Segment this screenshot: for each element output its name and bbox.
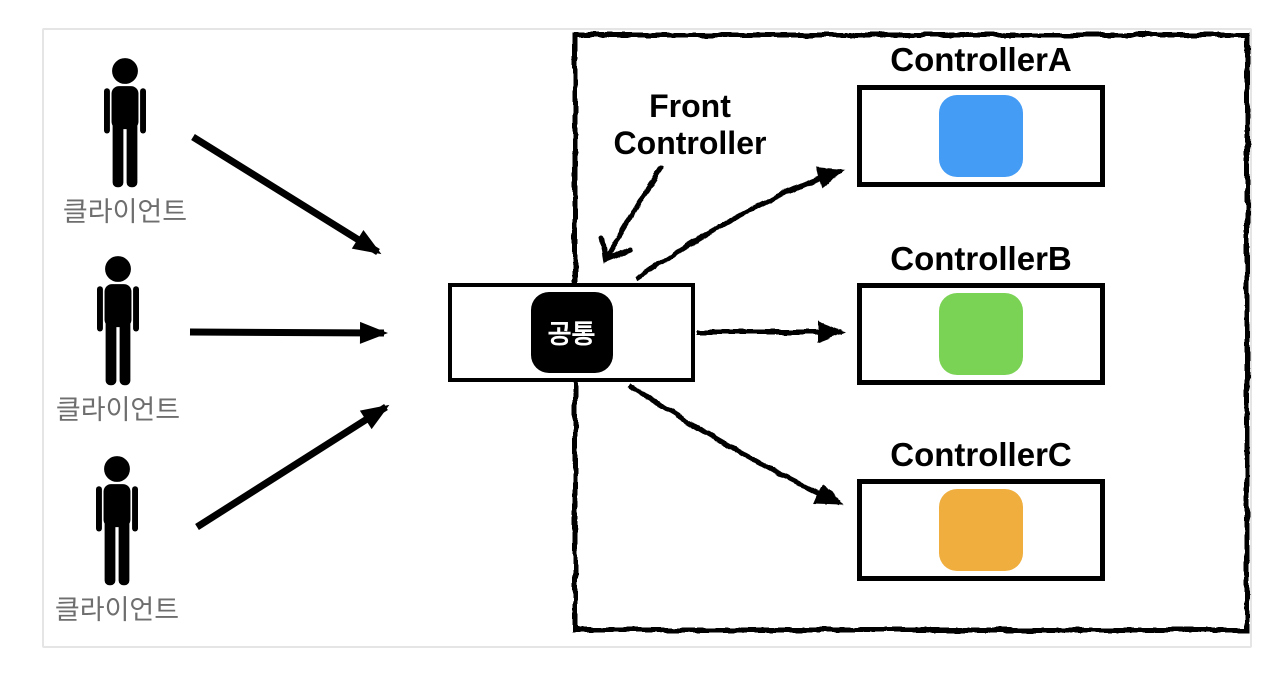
client3-arrow bbox=[195, 404, 390, 530]
client-request-arrows bbox=[189, 134, 390, 530]
client-group-1: 클라이언트 bbox=[45, 57, 205, 227]
client-label: 클라이언트 bbox=[55, 395, 181, 425]
front-controller-pointer-arrow bbox=[598, 165, 664, 264]
controller-b-box bbox=[857, 283, 1105, 385]
client2-arrow bbox=[189, 321, 388, 344]
client-group-3: 클라이언트 bbox=[37, 455, 197, 625]
dispatch-arrow-controller-c bbox=[626, 382, 844, 506]
front-controller-box: 공통 bbox=[448, 283, 695, 382]
client-person-icon bbox=[104, 58, 146, 188]
client-group-2: 클라이언트 bbox=[38, 255, 198, 425]
controller-a-square bbox=[939, 95, 1023, 177]
controller-b-square bbox=[939, 293, 1023, 375]
controller-c-title: ControllerC bbox=[890, 436, 1072, 473]
client-label: 클라이언트 bbox=[54, 595, 180, 625]
dispatch-arrow-controller-a bbox=[634, 167, 846, 282]
controller-c-box bbox=[857, 479, 1105, 581]
controller-b-title: ControllerB bbox=[890, 240, 1072, 277]
client1-arrow bbox=[191, 134, 382, 255]
client-person-icon bbox=[97, 256, 139, 386]
controller-a-box bbox=[857, 85, 1105, 187]
client-label: 클라이언트 bbox=[62, 197, 188, 227]
controller-c-square bbox=[939, 489, 1023, 571]
front-controller-title: Front Controller bbox=[613, 88, 767, 161]
common-chip-label: 공통 bbox=[547, 319, 596, 349]
controller-a-title: ControllerA bbox=[890, 41, 1072, 78]
common-chip: 공통 bbox=[530, 292, 613, 373]
dispatch-arrows bbox=[626, 167, 846, 506]
client-person-icon bbox=[96, 456, 138, 586]
